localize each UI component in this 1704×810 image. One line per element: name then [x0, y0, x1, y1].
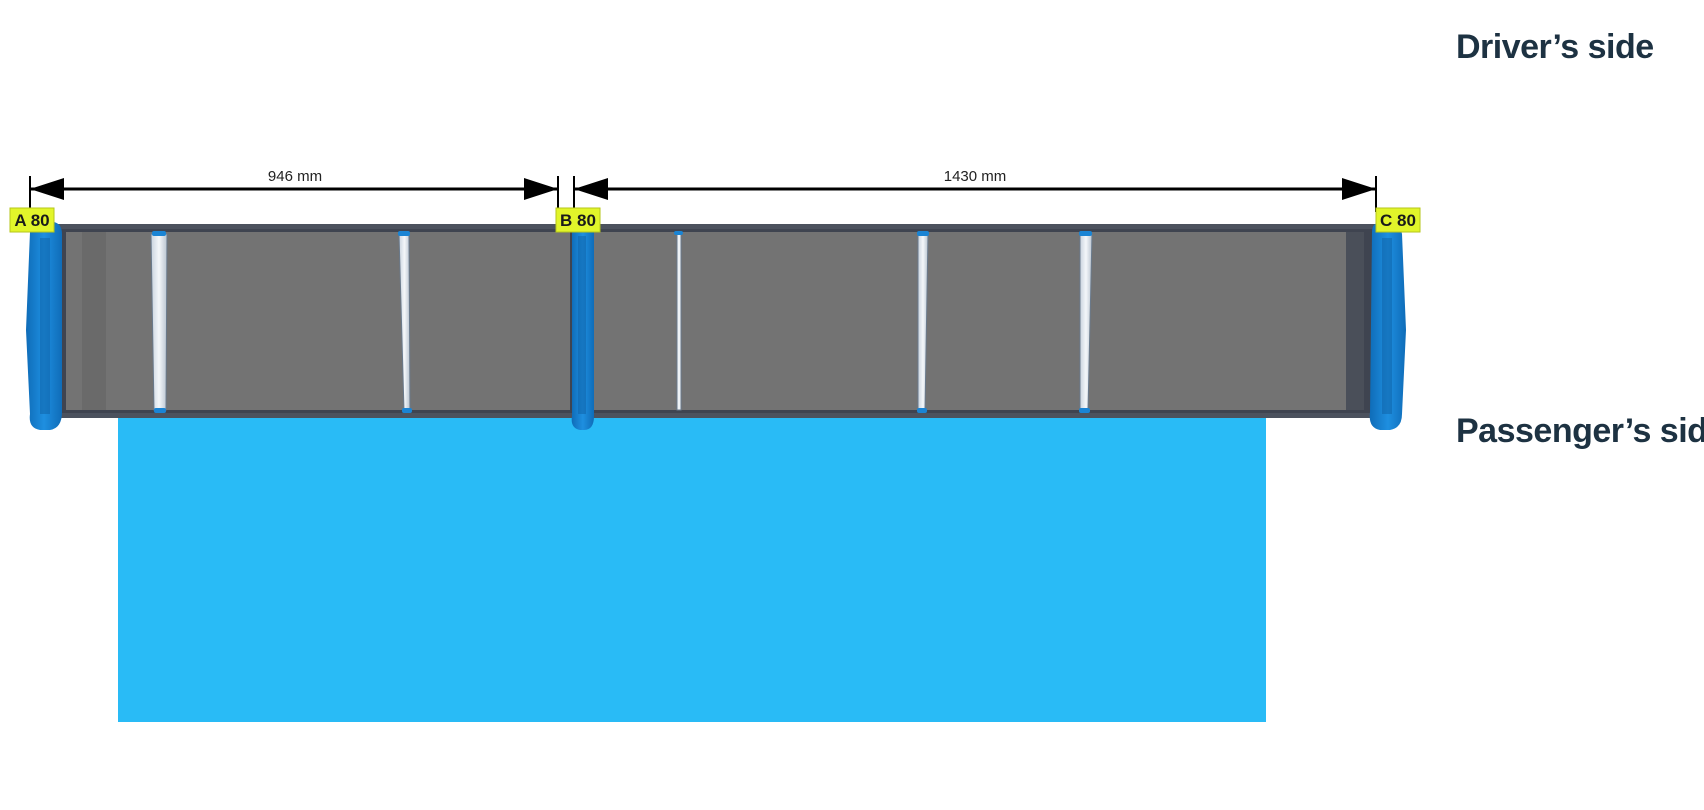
arrow-right-icon [524, 178, 558, 200]
tag-b: B 80 [555, 207, 601, 233]
passenger-side-label: Passenger’s side [1456, 412, 1704, 450]
tag-c: C 80 [1375, 207, 1421, 233]
cross-bar-1 [150, 233, 168, 411]
cross-bar-3 [676, 233, 682, 411]
rail-c [1369, 222, 1406, 430]
dimension-line-bc [573, 176, 1377, 212]
rack-frame [58, 224, 1388, 418]
tag-a: A 80 [9, 207, 55, 233]
panel-section-bc [586, 232, 1346, 410]
dimension-label-bc: 1430 mm [944, 168, 1007, 185]
tag-a-label: A 80 [14, 211, 49, 230]
tag-b-label: B 80 [560, 211, 596, 230]
rail-a [26, 222, 62, 430]
dimension-label-ab: 946 mm [268, 168, 322, 185]
rail-b [571, 222, 594, 430]
arrow-left-icon [30, 178, 64, 200]
arrow-left-icon [574, 178, 608, 200]
panel-section-ab [66, 232, 570, 410]
dimension-line-ab [29, 176, 559, 212]
arrow-right-icon [1342, 178, 1376, 200]
tag-c-label: C 80 [1380, 211, 1416, 230]
cross-bars [150, 231, 1093, 413]
driver-side-label: Driver’s side [1456, 28, 1654, 66]
cargo-area [118, 416, 1266, 722]
